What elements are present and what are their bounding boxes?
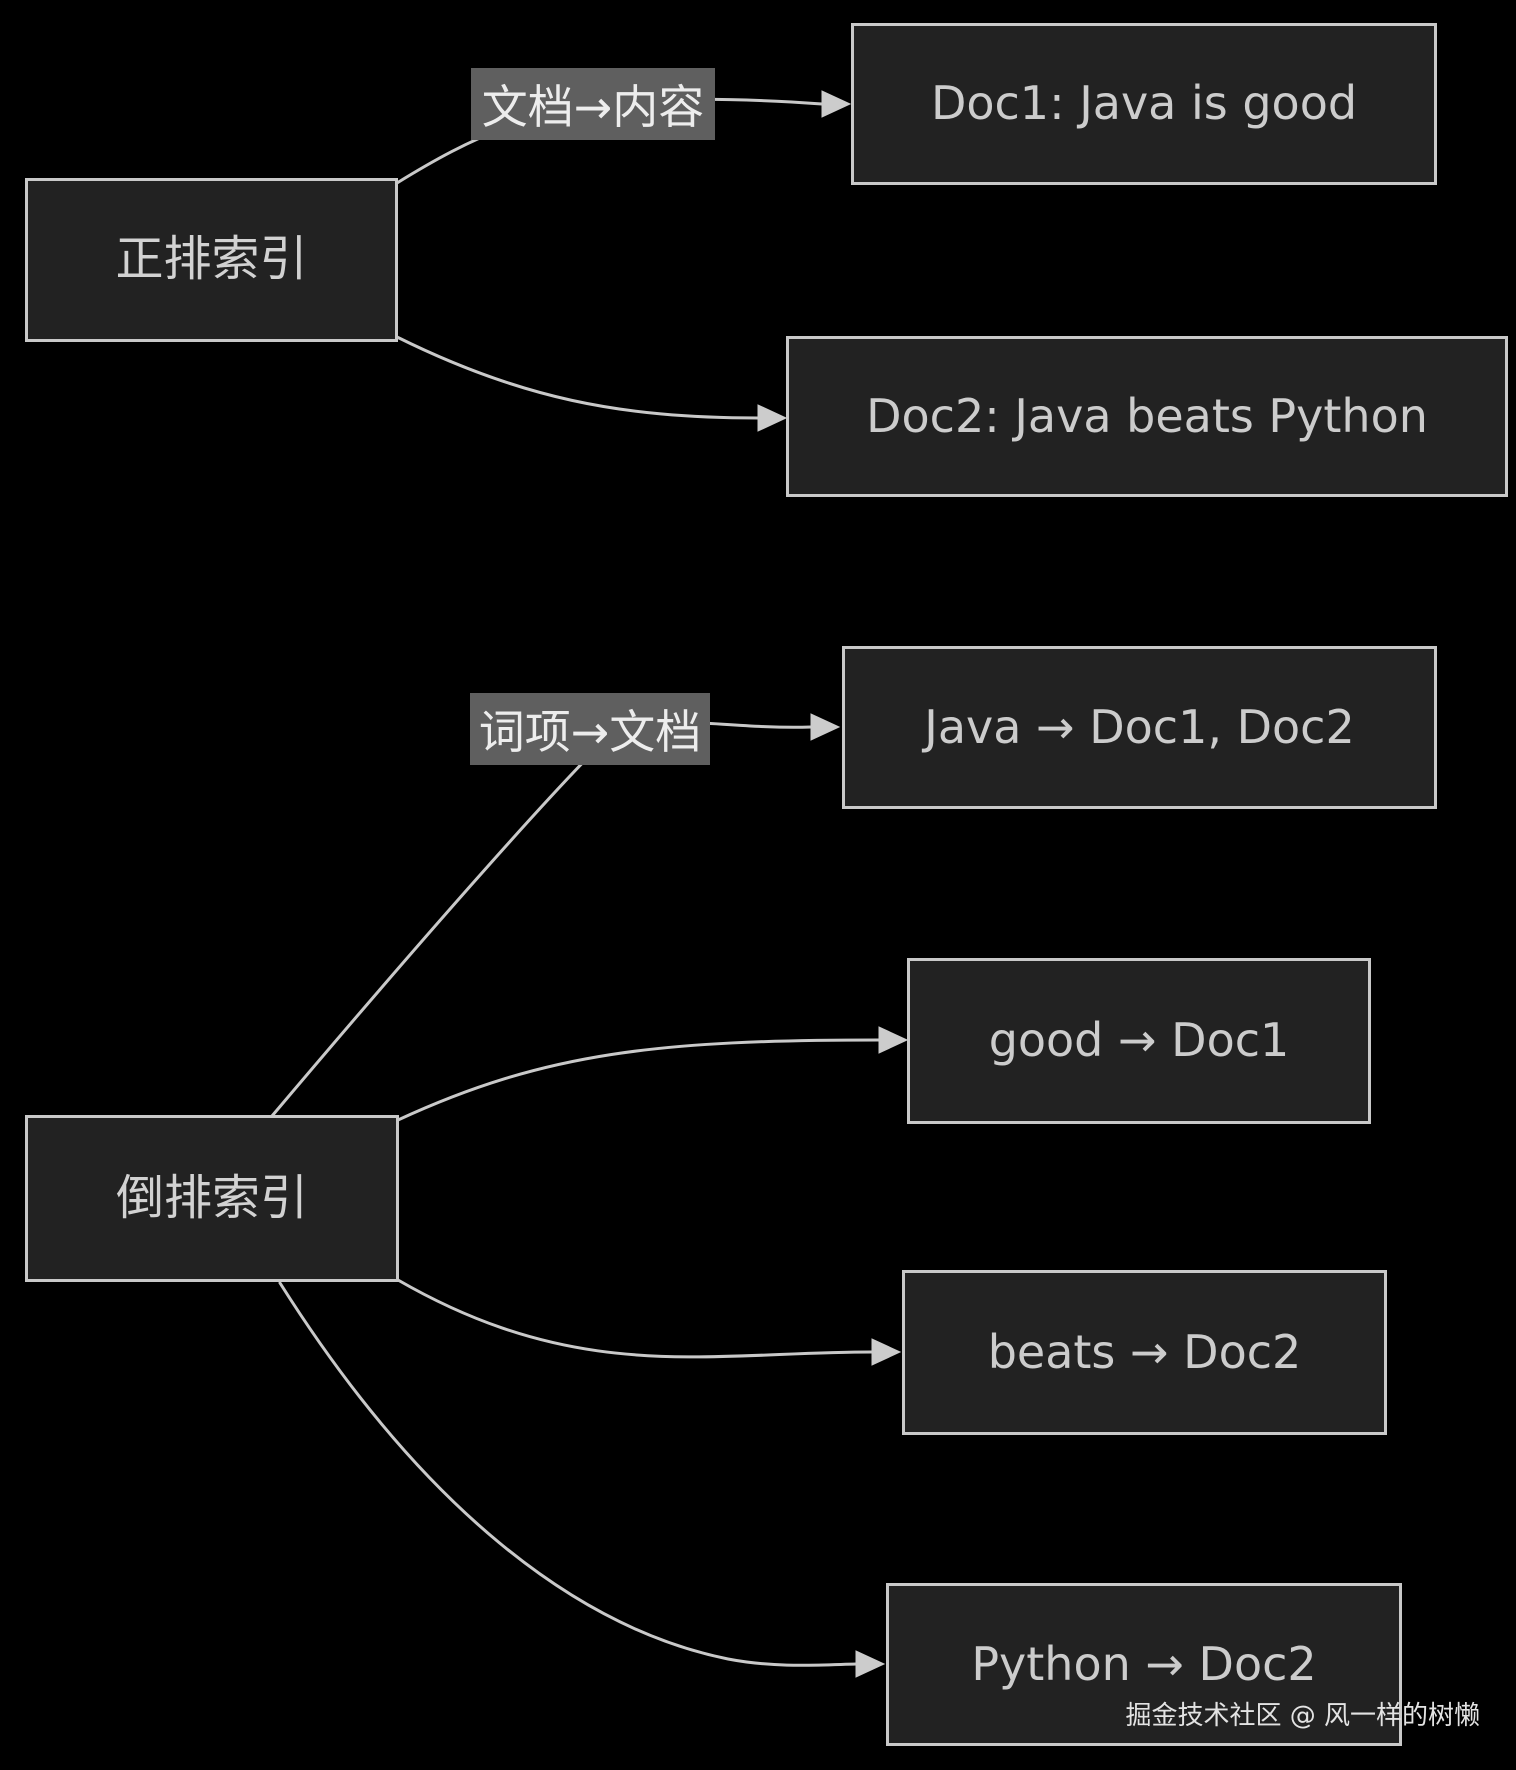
node-doc2: Doc2: Java beats Python xyxy=(786,336,1508,497)
edge-label-doc-to-content-text: 文档→内容 xyxy=(481,80,705,134)
arrowhead-beats-icon xyxy=(871,1338,902,1366)
edge-forward-index-doc2 xyxy=(395,335,760,420)
arrowhead-doc2-icon xyxy=(757,404,788,432)
node-inverted-index-label: 倒排索引 xyxy=(115,1169,308,1226)
node-term-beats-label: beats → Doc2 xyxy=(987,1324,1302,1379)
node-term-good: good → Doc1 xyxy=(907,958,1371,1124)
node-inverted-index: 倒排索引 xyxy=(25,1115,399,1282)
edge-inverted-index-python xyxy=(278,1281,858,1667)
node-doc1: Doc1: Java is good xyxy=(851,23,1437,185)
node-term-python: Python → Doc2 xyxy=(886,1583,1402,1746)
arrowhead-doc1-icon xyxy=(821,90,852,118)
arrowhead-java-icon xyxy=(810,713,841,741)
edge-label-doc-to-content: 文档→内容 xyxy=(471,68,715,140)
edge-label-term-to-doc: 词项→文档 xyxy=(470,693,710,765)
node-doc2-label: Doc2: Java beats Python xyxy=(866,388,1428,443)
node-forward-index: 正排索引 xyxy=(25,178,398,342)
node-forward-index-label: 正排索引 xyxy=(115,231,308,288)
node-term-python-label: Python → Doc2 xyxy=(971,1636,1317,1691)
node-term-java: Java → Doc1, Doc2 xyxy=(842,646,1437,809)
arrowhead-good-icon xyxy=(878,1026,909,1054)
node-term-good-label: good → Doc1 xyxy=(988,1013,1290,1068)
edge-inverted-index-beats xyxy=(396,1278,874,1359)
node-term-java-label: Java → Doc1, Doc2 xyxy=(924,699,1355,754)
edge-inverted-index-good xyxy=(396,1038,881,1122)
edge-inverted-index-java xyxy=(270,720,813,1118)
node-term-beats: beats → Doc2 xyxy=(902,1270,1387,1435)
edge-label-term-to-doc-text: 词项→文档 xyxy=(478,705,702,759)
node-doc1-label: Doc1: Java is good xyxy=(930,76,1358,131)
arrowhead-python-icon xyxy=(855,1650,886,1678)
watermark: 掘金技术社区 @ 风一样的树懒 xyxy=(1125,1701,1480,1731)
